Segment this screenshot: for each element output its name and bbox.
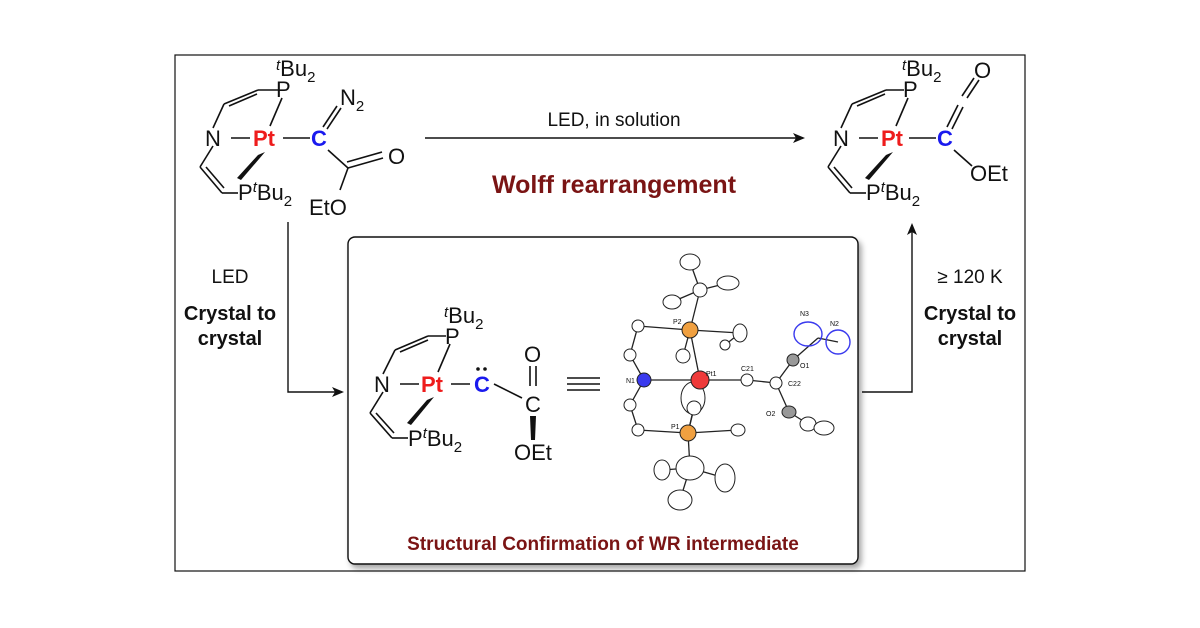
intermediate-carbene-c: C (474, 372, 490, 397)
reactant-tbu-top: tBu2 (276, 56, 315, 86)
intermediate-pt: Pt (421, 372, 444, 397)
carbene-lone-pair-dot-2 (483, 367, 487, 371)
atom-label-c22: C22 (788, 381, 801, 388)
carbene-lone-pair-dot-1 (476, 367, 480, 371)
outer-frame (174, 54, 1026, 572)
right-arrow-temperature: ≥ 120 K (937, 267, 1003, 288)
product-pt: Pt (881, 126, 904, 151)
atom-label-n1: N1 (626, 378, 635, 385)
left-arrow-crystal: crystal (198, 328, 263, 350)
reactant-structure: tBu2 P N Pt C N2 O EtO PtBu2 (199, 56, 405, 220)
atom-label-n2: N2 (830, 321, 839, 328)
left-arrow-led: LED (212, 267, 249, 288)
reactant-c: C (311, 126, 327, 151)
product-p-top: P (903, 77, 918, 102)
product-n: N (833, 126, 849, 151)
reactant-n2: N2 (340, 85, 364, 115)
atom-label-pt1: Pt1 (706, 371, 717, 378)
top-arrow-label: LED, in solution (547, 110, 680, 131)
intermediate-c-ester: C (525, 392, 541, 417)
reactant-o: O (388, 144, 405, 169)
reactant-p-top: P (276, 77, 291, 102)
reactant-pt: Pt (253, 126, 276, 151)
intermediate-p-top: P (445, 324, 460, 349)
intermediate-oet: OEt (514, 440, 552, 465)
intermediate-tbu-top: tBu2 (444, 303, 483, 333)
crystal-structure-ortep: N1 Pt1 P1 P2 C21 C22 O1 O2 N2 N3 (623, 253, 851, 511)
equivalence-sign (567, 377, 600, 391)
right-reaction-arrow (862, 223, 917, 393)
right-arrow-crystal: crystal (938, 328, 1003, 350)
left-arrow-crystal-to: Crystal to (184, 303, 276, 325)
wolff-rearrangement-title: Wolff rearrangement (492, 171, 737, 199)
atom-label-c21: C21 (741, 366, 754, 373)
atom-label-n3: N3 (800, 311, 809, 318)
atom-label-p2: P2 (673, 319, 682, 326)
inset-caption: Structural Confirmation of WR intermedia… (407, 534, 799, 555)
product-p-bottom: PtBu2 (866, 179, 920, 210)
intermediate-p-bottom: PtBu2 (408, 425, 462, 456)
atom-label-p1: P1 (671, 424, 680, 431)
product-o-top: O (974, 58, 991, 83)
intermediate-structure: tBu2 P N Pt C C O OEt PtBu2 (369, 303, 552, 465)
product-c: C (937, 126, 953, 151)
atom-label-o2: O2 (766, 411, 775, 418)
intermediate-n: N (374, 372, 390, 397)
product-tbu-top: tBu2 (902, 56, 941, 86)
right-arrow-crystal-to: Crystal to (924, 303, 1016, 325)
intermediate-o: O (524, 342, 541, 367)
reactant-eto: EtO (309, 195, 347, 220)
product-oet: OEt (970, 161, 1008, 186)
reactant-p-bottom: PtBu2 (238, 179, 292, 210)
left-reaction-arrow (287, 222, 344, 397)
product-structure: tBu2 P N Pt C C O OEt PtBu2 (827, 56, 1008, 210)
atom-label-o1: O1 (800, 363, 809, 370)
reactant-n: N (205, 126, 221, 151)
intermediate-inset-box (347, 236, 859, 565)
